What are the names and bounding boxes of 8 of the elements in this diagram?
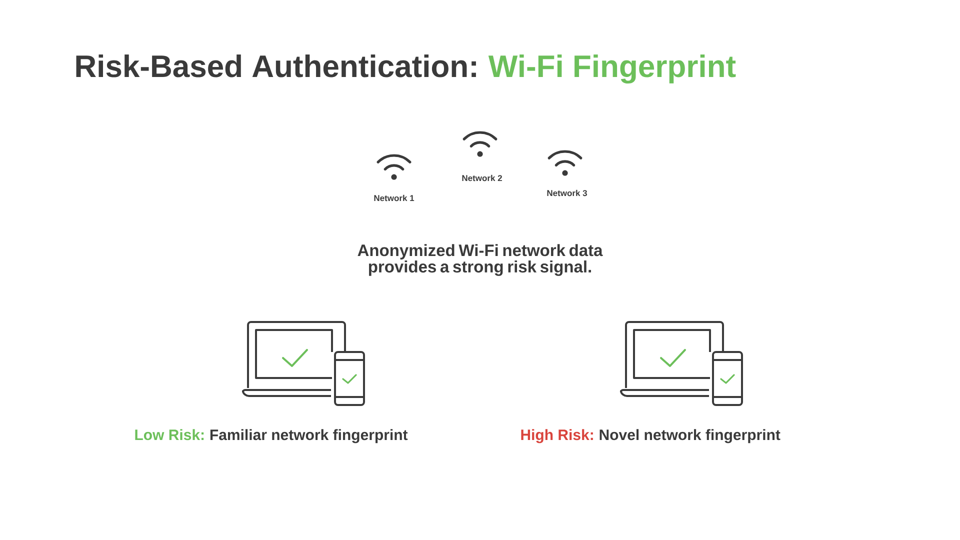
- title: Wi-Fi Fingerprint: [488, 54, 736, 84]
- network-label: Network 3: [547, 190, 587, 196]
- description: Anonymized Wi-Fi network data provides a strong risk signal.: [358, 244, 603, 276]
- network-label: Network 2: [462, 174, 502, 182]
- network-label: Network 1: [374, 194, 414, 202]
- risk-label: High Risk: Novel network fingerprint: [521, 429, 780, 444]
- risk-label: Low Risk: Familiar network fingerprint: [135, 429, 408, 444]
- title: Risk-Based Authentication:: [76, 54, 476, 78]
